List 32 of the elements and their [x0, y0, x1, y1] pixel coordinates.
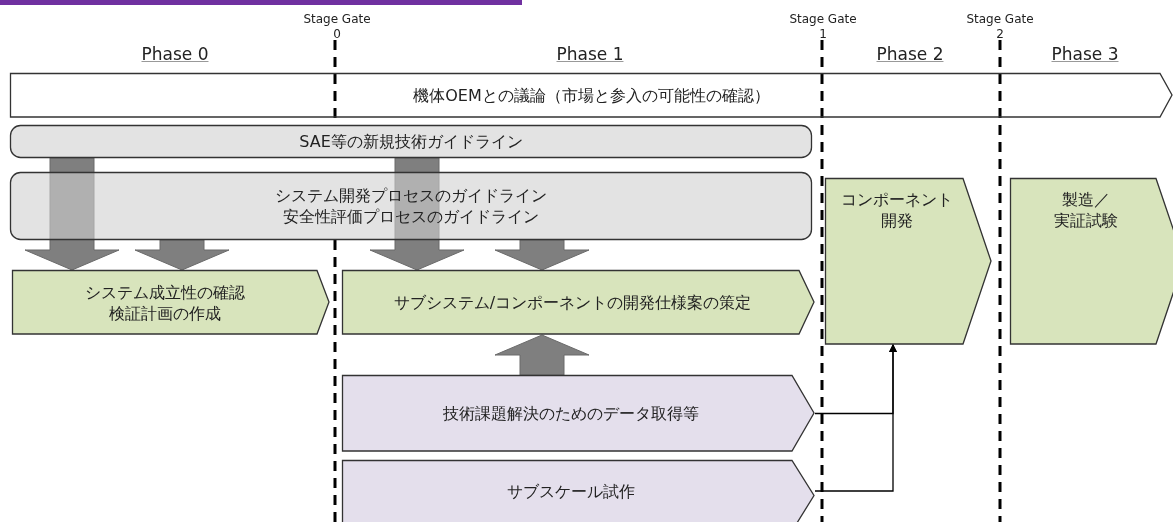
- box-text: システム開発プロセスのガイドライン: [275, 185, 547, 206]
- stage-gate-label: Stage Gate 1: [788, 12, 858, 42]
- stage-gate-label: Stage Gate 2: [965, 12, 1035, 42]
- box-text: 安全性評価プロセスのガイドライン: [283, 206, 539, 227]
- stage-gate-label: Stage Gate 0: [302, 12, 372, 42]
- block-arrow: [134, 239, 230, 271]
- process-step: [825, 178, 992, 345]
- box-text: サブシステム/コンポーネントの開発仕様案の策定: [393, 292, 752, 313]
- phase-label: Phase 1: [556, 44, 624, 64]
- box-text: 技術課題解決のためのデータ取得等: [442, 403, 699, 424]
- guideline-band: [10, 125, 812, 158]
- connector-arrow: [814, 344, 897, 492]
- block-arrow: [24, 157, 120, 271]
- box-text: SAE等の新規技術ガイドライン: [299, 131, 523, 152]
- guideline-band: [10, 172, 812, 240]
- process-step: [12, 270, 330, 335]
- block-arrow: [494, 334, 590, 376]
- process-step: [342, 375, 815, 452]
- box-text: 製造／実証試験: [1052, 188, 1119, 231]
- box-text: サブスケール試作: [506, 480, 635, 502]
- block-arrow: [494, 239, 590, 271]
- phase-label: Phase 0: [141, 44, 209, 64]
- process-step: [342, 460, 815, 522]
- box-text: コンポーネント開発: [839, 188, 954, 231]
- box-text: システム成立性の確認検証計画の作成: [84, 281, 246, 324]
- process-step: [342, 270, 815, 335]
- phase-label: Phase 3: [1051, 44, 1119, 64]
- block-arrow: [369, 157, 465, 271]
- phase-label: Phase 2: [876, 44, 944, 64]
- box-text: 機体OEMとの議論（市場と参入の可能性の確認）: [413, 85, 770, 106]
- process-step: [1010, 178, 1173, 345]
- banner-band: [10, 73, 1173, 118]
